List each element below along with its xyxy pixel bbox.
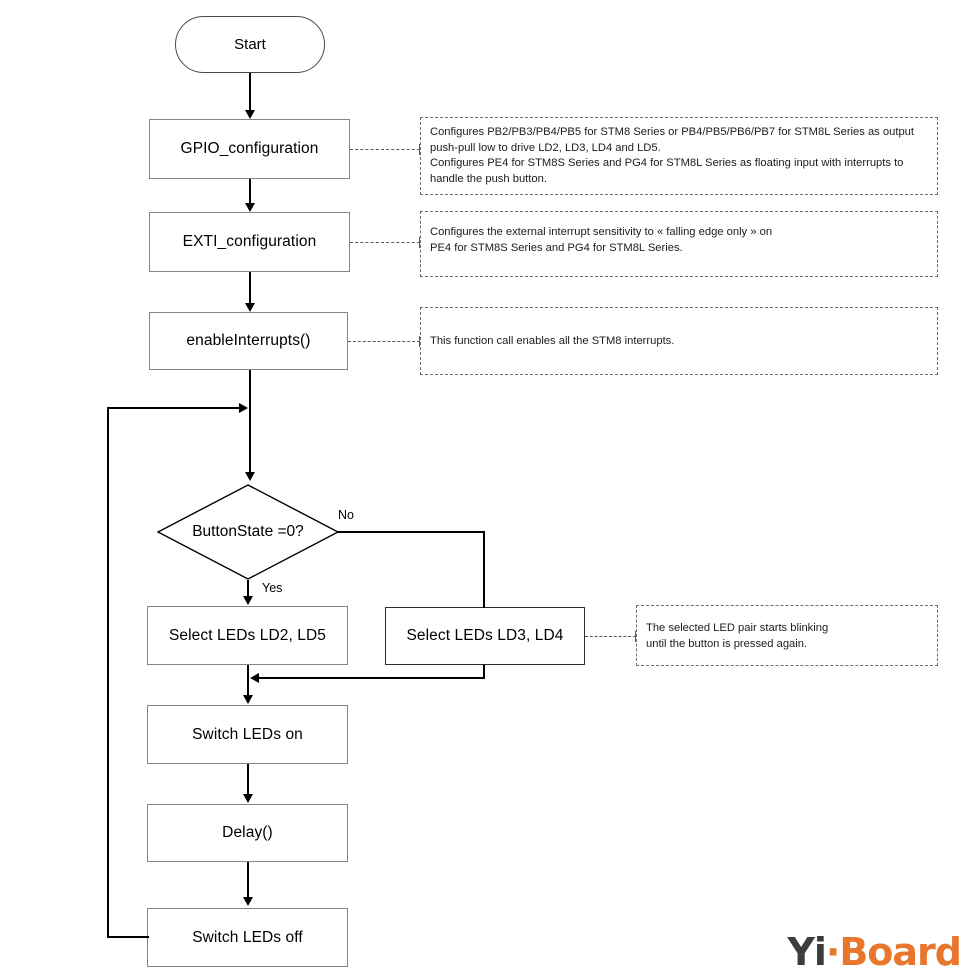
edge-enable-to-decision — [249, 370, 251, 474]
note-gpio-configuration-text: Configures PB2/PB3/PB4/PB5 for STM8 Seri… — [430, 126, 914, 185]
leader-tick-gpio — [419, 144, 420, 155]
decision-diamond-shape — [157, 484, 339, 580]
node-delay[interactable]: Delay() — [147, 804, 348, 862]
note-blink-text: The selected LED pair starts blinking un… — [646, 621, 829, 650]
node-start-label: Start — [234, 36, 266, 53]
edge-enable-to-decision-arrow — [245, 472, 255, 481]
edge-yes-vertical — [247, 580, 249, 597]
node-select-leds-ld3-ld4[interactable]: Select LEDs LD3, LD4 — [385, 607, 585, 665]
node-switch-leds-on-label: Switch LEDs on — [192, 725, 303, 743]
edge-switchon-to-delay — [247, 764, 249, 795]
edge-merge-arrow — [250, 673, 259, 683]
watermark-dot-icon: · — [825, 930, 840, 974]
note-exti-configuration-text: Configures the external interrupt sensit… — [430, 226, 773, 254]
edge-yes-arrow — [243, 596, 253, 605]
edge-loopback-bottom — [107, 936, 149, 938]
edge-merge-vertical — [483, 665, 485, 678]
edge-select-to-switchon — [247, 665, 249, 696]
node-exti-configuration[interactable]: EXTI_configuration — [149, 212, 350, 272]
node-select-leds-ld2-ld5[interactable]: Select LEDs LD2, LD5 — [147, 606, 348, 665]
node-delay-label: Delay() — [222, 824, 273, 841]
note-exti-configuration: Configures the external interrupt sensit… — [420, 211, 938, 277]
node-switch-leds-on[interactable]: Switch LEDs on — [147, 705, 348, 764]
edge-start-to-gpio-arrow — [245, 110, 255, 119]
node-switch-leds-off[interactable]: Switch LEDs off — [147, 908, 348, 967]
edge-select-to-switchon-arrow — [243, 695, 253, 704]
edge-exti-to-enable — [249, 272, 251, 304]
edge-gpio-to-exti-arrow — [245, 203, 255, 212]
edge-start-to-gpio — [249, 73, 251, 111]
node-select-leds-ld3-ld4-label: Select LEDs LD3, LD4 — [406, 627, 564, 644]
edge-exti-to-enable-arrow — [245, 303, 255, 312]
node-enable-interrupts-label: enableInterrupts() — [186, 332, 311, 349]
note-enable-interrupts-text: This function call enables all the STM8 … — [430, 335, 675, 348]
watermark-yi-text: Yi — [787, 930, 827, 974]
edge-merge-horizontal — [259, 677, 485, 679]
edge-delay-to-switchoff-arrow — [243, 897, 253, 906]
edge-loopback-left-rail — [107, 407, 109, 938]
edge-label-no: No — [338, 508, 354, 522]
leader-exti-note — [350, 242, 420, 243]
edge-loopback-top — [107, 407, 241, 409]
leader-tick-exti — [419, 237, 420, 248]
note-enable-interrupts: This function call enables all the STM8 … — [420, 307, 938, 375]
node-button-state-decision[interactable]: ButtonState =0? — [157, 484, 339, 580]
leader-tick-enable — [419, 336, 420, 347]
edge-delay-to-switchoff — [247, 862, 249, 898]
node-gpio-configuration[interactable]: GPIO_configuration — [149, 119, 350, 179]
edge-gpio-to-exti — [249, 179, 251, 204]
node-enable-interrupts[interactable]: enableInterrupts() — [149, 312, 348, 370]
node-start[interactable]: Start — [175, 16, 325, 73]
leader-blink-note — [585, 636, 636, 637]
leader-gpio-note — [350, 149, 420, 150]
note-gpio-configuration: Configures PB2/PB3/PB4/PB5 for STM8 Seri… — [420, 117, 938, 195]
edge-switchon-to-delay-arrow — [243, 794, 253, 803]
edge-label-yes: Yes — [262, 581, 283, 595]
leader-tick-blink — [635, 631, 636, 642]
edge-no-horizontal — [337, 531, 485, 533]
leader-enable-note — [348, 341, 420, 342]
node-switch-leds-off-label: Switch LEDs off — [192, 928, 303, 946]
watermark-board-text: Board — [839, 930, 962, 974]
watermark-yiboard: Yi·Board — [787, 930, 962, 974]
node-button-state-label: ButtonState =0? — [192, 523, 304, 540]
node-gpio-configuration-label: GPIO_configuration — [180, 140, 319, 157]
note-blink: The selected LED pair starts blinking un… — [636, 605, 938, 666]
edge-no-vertical — [483, 531, 485, 608]
node-select-leds-ld2-ld5-label: Select LEDs LD2, LD5 — [168, 626, 327, 644]
edge-loopback-arrow — [239, 403, 248, 413]
node-exti-configuration-label: EXTI_configuration — [182, 233, 317, 250]
